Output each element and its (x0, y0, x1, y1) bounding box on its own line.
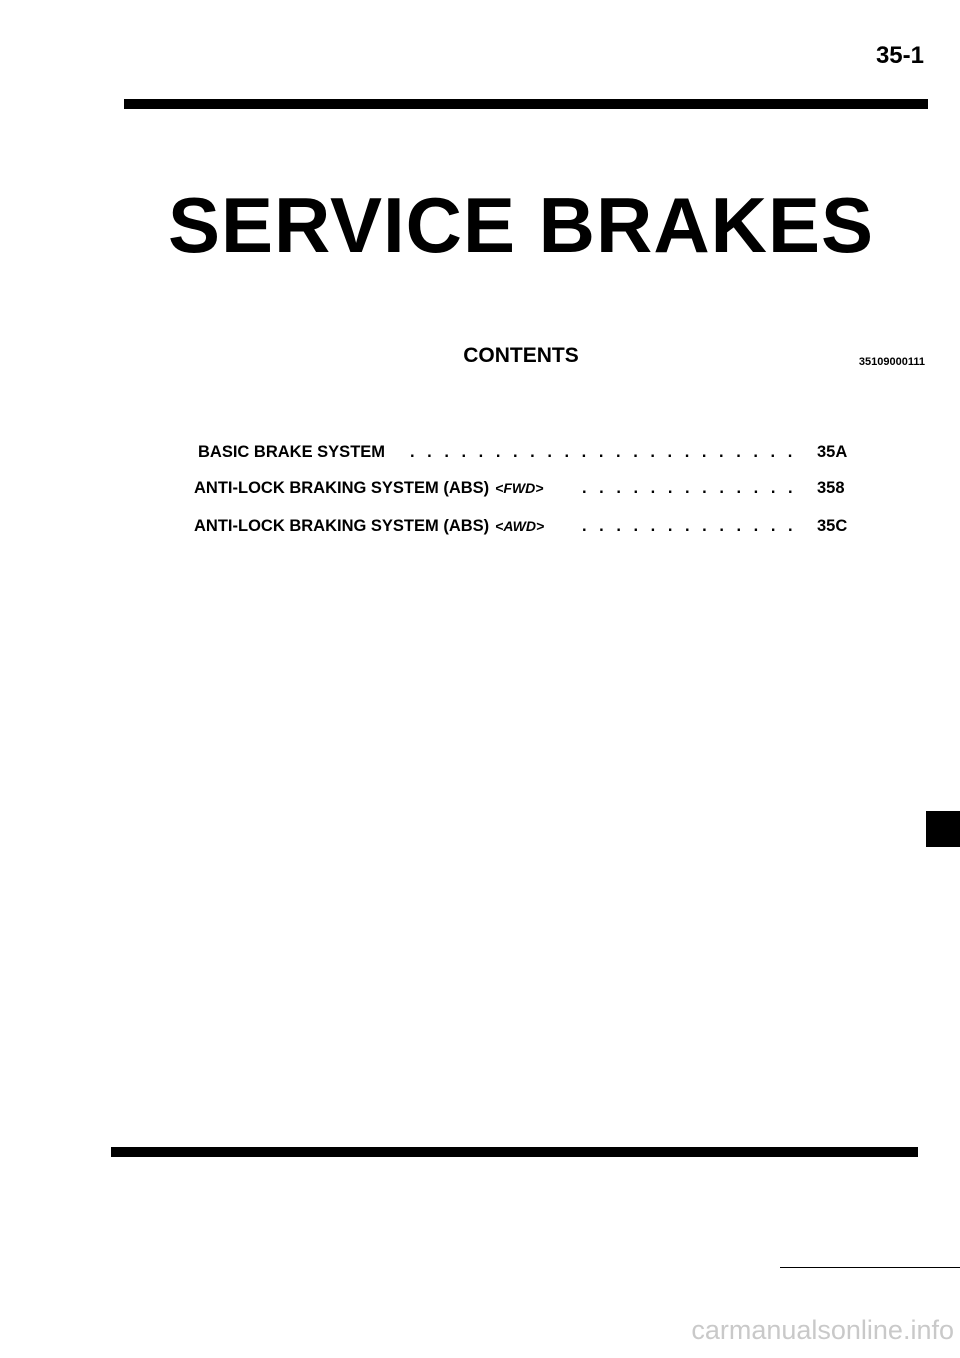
page-number: 35-1 (875, 42, 924, 69)
toc-item-label-text: ANTI-LOCK BRAKING SYSTEM (ABS) (194, 517, 490, 535)
top-rule (124, 99, 928, 109)
toc-leader-dots: . . . . . . . . . . . . . . . . . . . . … (582, 517, 792, 535)
toc-item-page: 35A (817, 443, 848, 461)
toc-leader-dots: . . . . . . . . . . . . . . . . . . . . … (410, 443, 792, 461)
toc-item-page: 35C (817, 517, 848, 535)
toc-item-tag: <FWD> (495, 480, 544, 496)
bottom-rule (111, 1147, 918, 1157)
contents-heading: CONTENTS (463, 344, 579, 367)
toc-item-label-text: ANTI-LOCK BRAKING SYSTEM (ABS) (194, 479, 490, 497)
toc-item-tag: <AWD> (495, 518, 545, 534)
toc-item-page: 358 (817, 479, 845, 497)
toc-item-label: BASIC BRAKE SYSTEM (198, 443, 386, 461)
footer-thin-rule (780, 1267, 960, 1268)
toc-item-label: ANTI-LOCK BRAKING SYSTEM (ABS) <FWD> (194, 479, 543, 498)
page-title: SERVICE BRAKES (167, 181, 875, 269)
section-thumb-tab (926, 811, 960, 847)
document-code: 35109000111 (858, 356, 925, 368)
toc-leader-dots: . . . . . . . . . . . . . . . . . . . . … (582, 479, 792, 497)
watermark-text: carmanualsonline.info (691, 1315, 954, 1345)
toc-item-abs-fwd[interactable]: ANTI-LOCK BRAKING SYSTEM (ABS) <FWD> . . … (190, 479, 850, 501)
toc-item-label: ANTI-LOCK BRAKING SYSTEM (ABS) <AWD> (194, 517, 544, 536)
toc-item-basic-brake-system[interactable]: BASIC BRAKE SYSTEM . . . . . . . . . . .… (190, 443, 850, 465)
toc-item-abs-awd[interactable]: ANTI-LOCK BRAKING SYSTEM (ABS) <AWD> . . … (190, 517, 850, 539)
